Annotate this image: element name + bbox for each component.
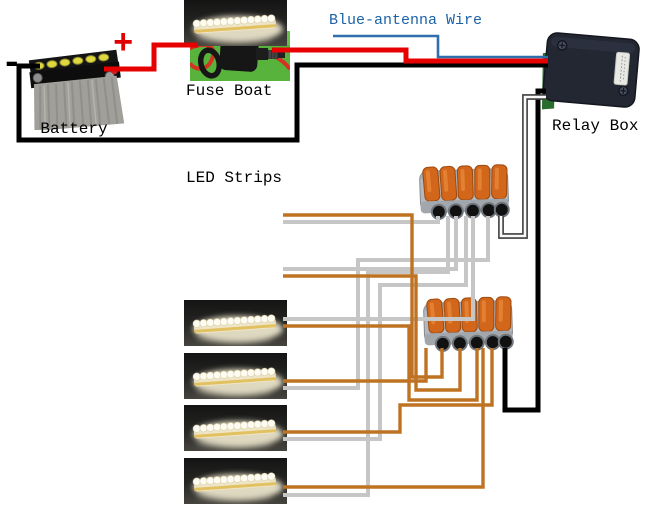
connector1 — [418, 160, 510, 227]
connector-levers — [426, 296, 512, 334]
relay-box-label: Relay Box — [552, 117, 639, 135]
connector2 — [422, 292, 514, 359]
led-strip-3 — [184, 405, 287, 451]
orange-strip1-to-connector2 — [283, 213, 444, 379]
led-strips-label: LED Strips — [186, 169, 283, 187]
led-strip-6 — [184, 0, 287, 46]
led-strip-body — [192, 419, 277, 439]
orange-strip5-to-connector2 — [283, 348, 494, 434]
battery-negative-terminal — [32, 72, 43, 83]
gray-strip1-to-connector1 — [283, 216, 440, 224]
black-relay-to-connector2 — [502, 88, 546, 413]
relay-sticker — [613, 51, 631, 86]
orange-strip6-to-connector2 — [283, 348, 485, 489]
relay-box-photo — [541, 32, 640, 110]
led-strip-photo — [184, 405, 287, 451]
battery-photo — [28, 49, 125, 130]
plus-sign: + — [113, 26, 134, 64]
blue-antenna-wire-label: Blue-antenna Wire — [329, 12, 483, 29]
relay-screw — [618, 85, 629, 97]
lever-connector-photo — [423, 296, 514, 352]
blue-antenna-wire — [333, 34, 548, 59]
relay-screw — [556, 40, 568, 51]
led-strip-body — [192, 14, 277, 34]
led-strip-photo — [184, 458, 287, 504]
led-strip-body — [192, 314, 277, 334]
led-strip-body — [192, 472, 277, 492]
led-strip-photo — [184, 353, 287, 399]
led-strip-photo — [184, 300, 287, 346]
connector-levers — [422, 164, 508, 202]
led-strip-photo — [184, 0, 287, 46]
led-strip-1 — [184, 300, 287, 346]
lever-connector-photo — [419, 164, 510, 220]
led-strip-2 — [184, 353, 287, 399]
red-fuse-to-relay — [272, 47, 548, 64]
minus-sign: - — [1, 43, 23, 84]
led-strip-4 — [184, 458, 287, 504]
led-strip-body — [192, 367, 277, 387]
orange-strip4-to-connector2 — [283, 348, 428, 383]
fuse-boat-label: Fuse Boat — [186, 82, 273, 100]
battery-label: Battery — [40, 120, 108, 138]
